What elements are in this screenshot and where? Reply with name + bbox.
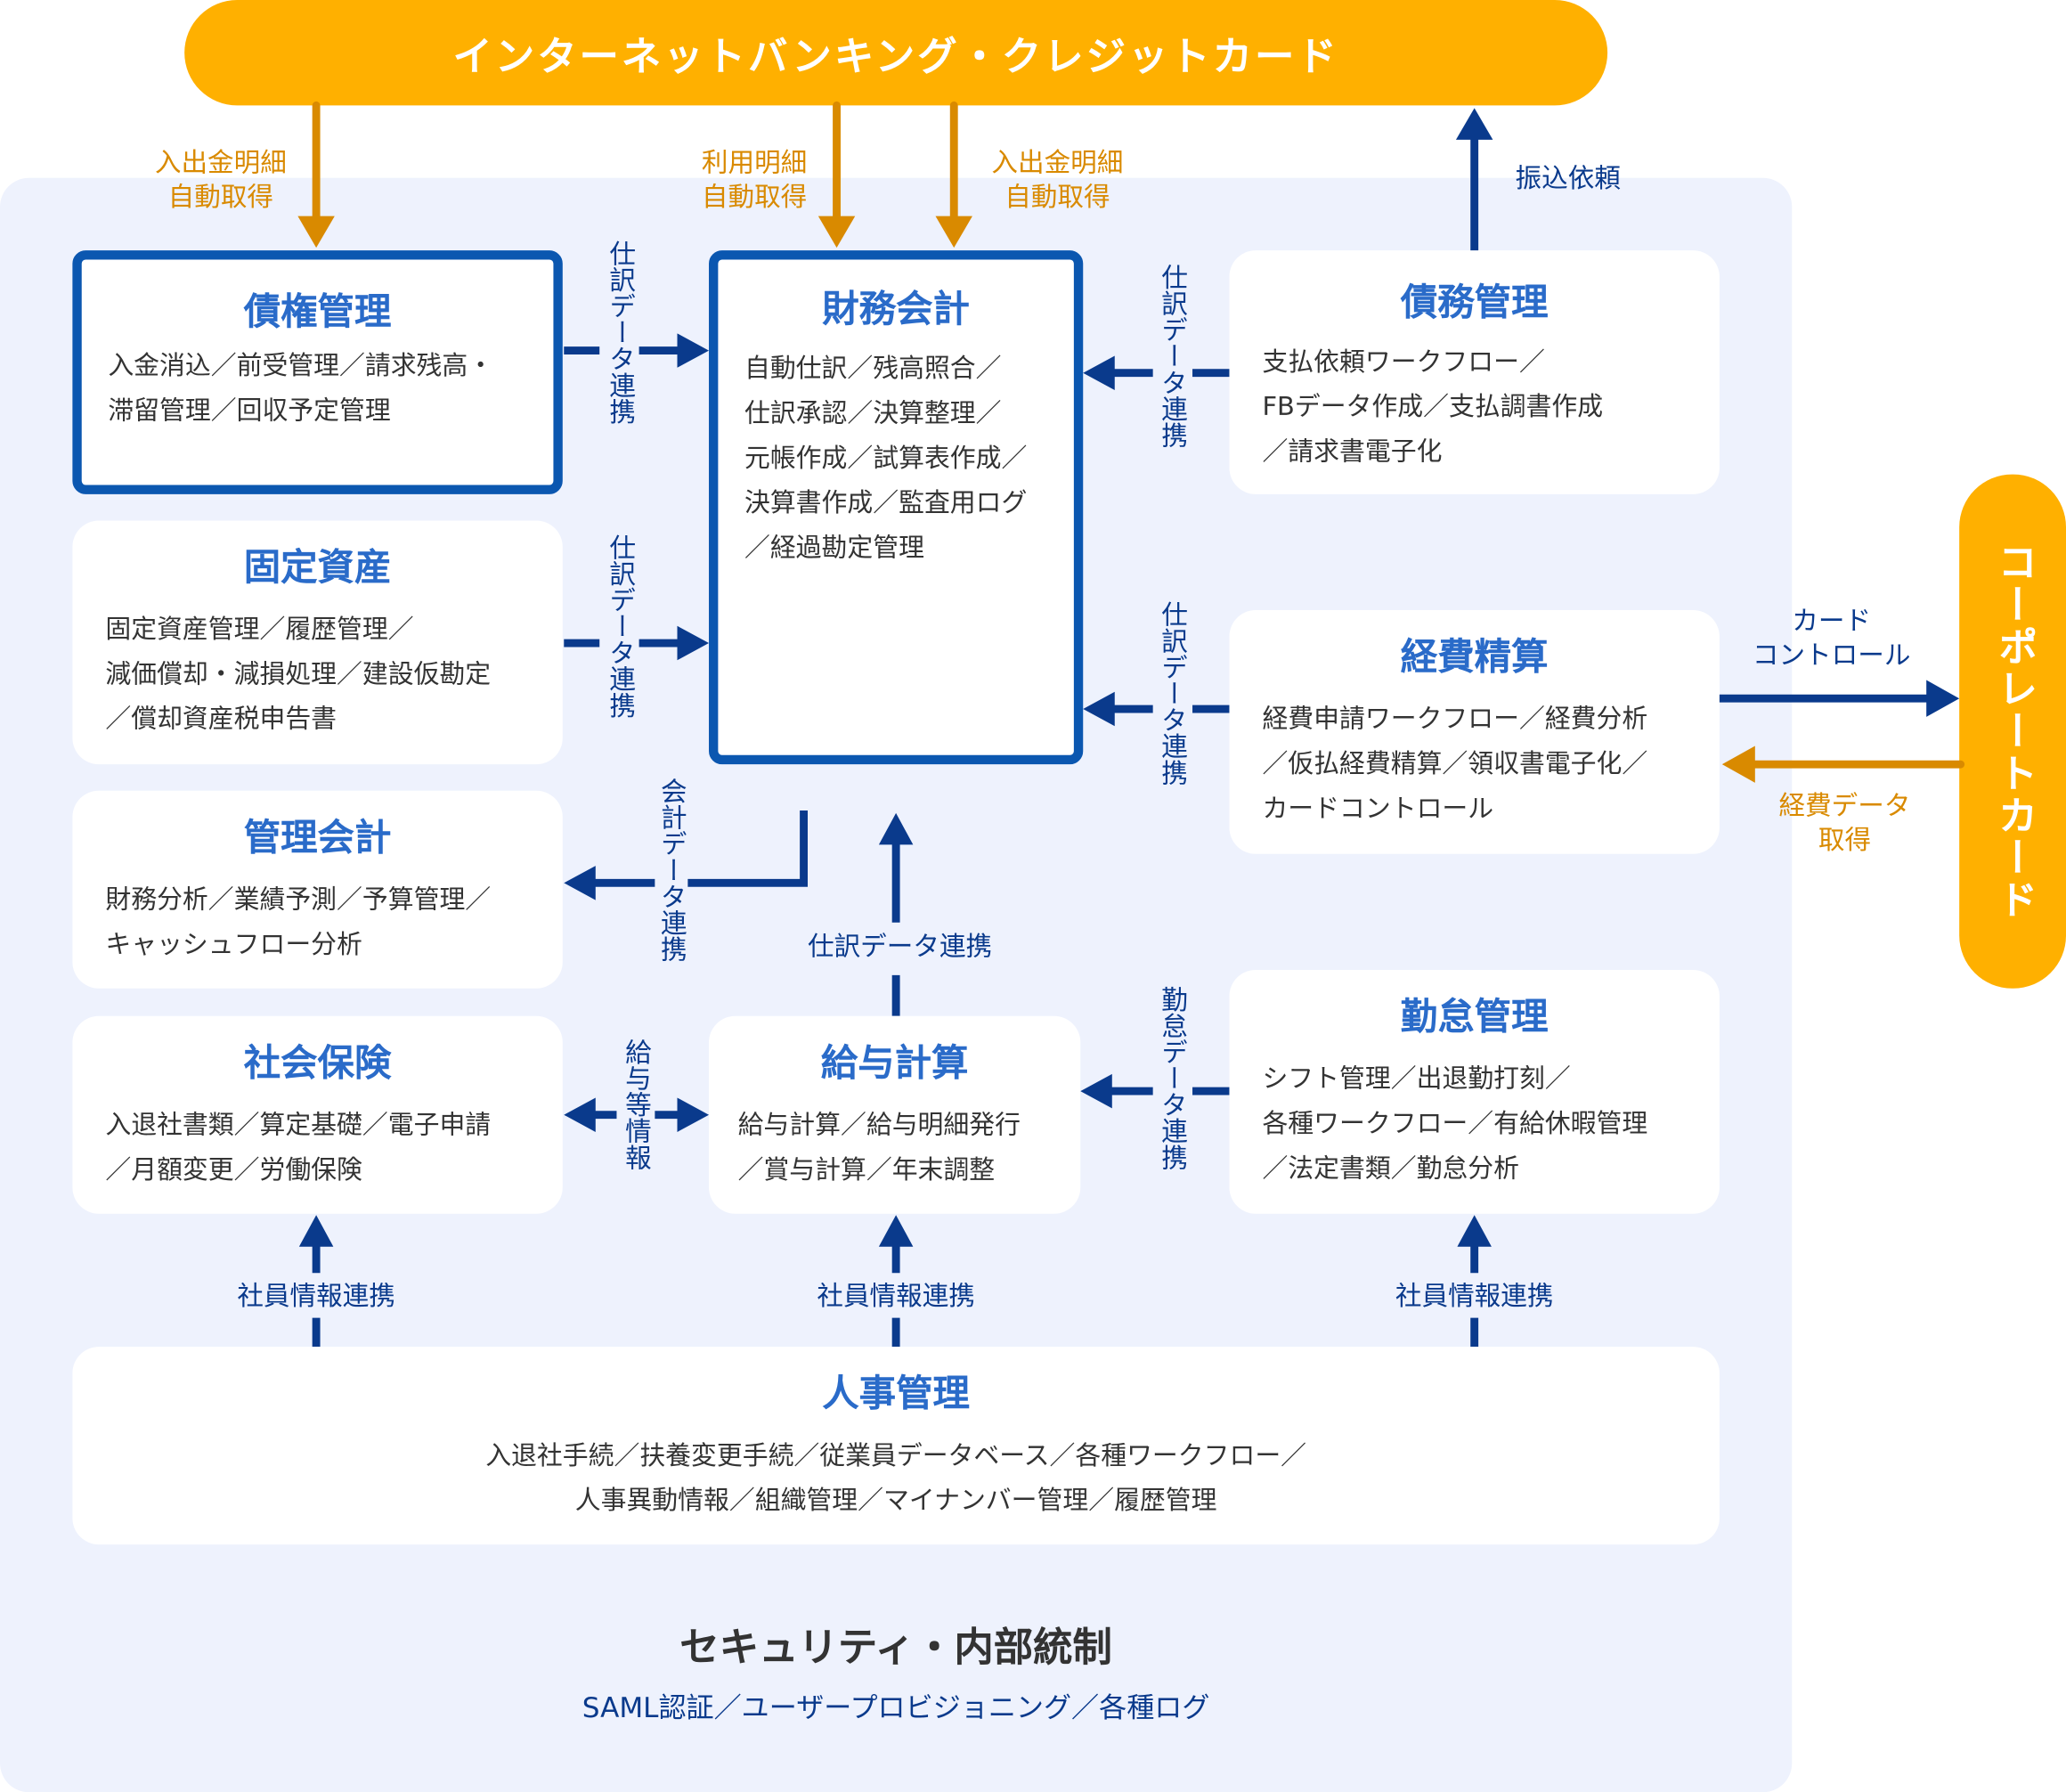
corporate-card-label: コーポレートカード <box>1989 542 2037 922</box>
module-desc: 自動仕訳／残高照合／ 仕訳承認／決算整理／ 元帳作成／試算表作成／ 決算書作成／… <box>744 353 1028 563</box>
module-desc: 給与計算／給与明細発行 ／賞与計算／年末調整 <box>737 1109 1021 1185</box>
label-payroll-info: 給与等情報 <box>620 1038 653 1170</box>
module-desc: 入退社書類／算定基礎／電子申請 ／月額変更／労働保険 <box>105 1109 492 1185</box>
label-accounting-data: 会計データ連携 <box>655 777 688 963</box>
module-financial-accounting: 財務会計 自動仕訳／残高照合／ 仕訳承認／決算整理／ 元帳作成／試算表作成／ 決… <box>709 250 1084 765</box>
module-payroll: 給与計算 給与計算／給与明細発行 ／賞与計算／年末調整 <box>709 1015 1081 1214</box>
arrow-head-transfer <box>1455 108 1493 140</box>
module-title: 給与計算 <box>820 1040 969 1085</box>
label-journal-expenses: 仕訳データ連携 <box>1157 600 1189 786</box>
module-receivables: 債権管理 入金消込／前受管理／請求残高・ 滞留管理／回収予定管理 <box>72 250 563 494</box>
module-title: 人事管理 <box>822 1372 970 1416</box>
module-attendance: 勤怠管理 シフト管理／出退勤打刻／ 各種ワークフロー／有給休暇管理 ／法定書類／… <box>1229 969 1720 1214</box>
label-usage-fetch: 利用明細 自動取得 <box>701 146 808 213</box>
security-title: セキュリティ・内部統制 <box>679 1625 1112 1672</box>
arrow-head-deposit-left <box>297 216 335 248</box>
security-desc: SAML認証／ユーザープロビジョニング／各種ログ <box>582 1691 1210 1724</box>
module-desc: 固定資産管理／履歴管理／ 減価償却・減損処理／建設仮勘定 ／償却資産税申告書 <box>105 614 492 735</box>
arrow-head-journal-up <box>878 812 914 845</box>
label-deposit-fetch-right: 入出金明細 自動取得 <box>991 146 1124 213</box>
arrow-accounting-line <box>590 810 808 887</box>
module-hr: 人事管理 入退社手続／扶養変更手続／従業員データベース／各種ワークフロー／ 人事… <box>72 1347 1720 1545</box>
label-employee-3: 社員情報連携 <box>1395 1279 1554 1312</box>
arrow-head-accounting <box>564 866 596 900</box>
arrow-head-payables <box>1083 355 1115 390</box>
arrow-head-expenses <box>1083 691 1115 727</box>
label-employee-2: 社員情報連携 <box>817 1279 975 1312</box>
arrow-head-attendance <box>1080 1073 1112 1109</box>
module-title: 財務会計 <box>822 287 970 331</box>
module-fixed-assets: 固定資産 固定資産管理／履歴管理／ 減価償却・減損処理／建設仮勘定 ／償却資産税… <box>72 520 563 765</box>
arrow-head-fixed <box>677 625 710 661</box>
arrow-head-expense-data <box>1721 745 1755 783</box>
module-payables: 債務管理 支払依頼ワークフロー／ FBデータ作成／支払調書作成 ／請求書電子化 <box>1229 250 1720 494</box>
label-deposit-fetch-left: 入出金明細 自動取得 <box>154 146 287 213</box>
label-card-control: カード コントロール <box>1752 605 1911 672</box>
module-management-accounting: 管理会計 財務分析／業績予測／予算管理／ キャッシュフロー分析 <box>72 790 563 989</box>
corporate-card-pill: コーポレートカード <box>1959 474 2066 989</box>
internet-banking-label: インターネットバンキング・クレジットカード <box>452 34 1339 81</box>
arrow-head-receivables <box>677 333 710 368</box>
label-journal-receivables: 仕訳データ連携 <box>605 240 637 425</box>
label-journal-fixed: 仕訳データ連携 <box>605 534 637 719</box>
label-journal-up: 仕訳データ連携 <box>807 930 993 963</box>
module-social-insurance: 社会保険 入退社書類／算定基礎／電子申請 ／月額変更／労働保険 <box>72 1015 563 1214</box>
arrow-head-employee-3 <box>1457 1215 1492 1247</box>
module-desc: 支払依頼ワークフロー／ FBデータ作成／支払調書作成 ／請求書電子化 <box>1262 346 1604 467</box>
arrow-head-card-control <box>1926 680 1960 717</box>
module-desc: 経費申請ワークフロー／経費分析 ／仮払経費精算／領収書電子化／ カードコントロー… <box>1262 704 1648 824</box>
arrow-head-payroll-info-right <box>677 1097 710 1132</box>
module-expenses: 経費精算 経費申請ワークフロー／経費分析 ／仮払経費精算／領収書電子化／ カード… <box>1229 610 1720 854</box>
module-title: 固定資産 <box>243 545 392 590</box>
label-transfer-request: 振込依頼 <box>1515 161 1621 194</box>
arrow-head-deposit-right <box>935 216 972 248</box>
module-title: 経費精算 <box>1400 635 1549 679</box>
label-employee-1: 社員情報連携 <box>237 1279 395 1312</box>
arrow-head-employee-2 <box>878 1215 914 1247</box>
module-title: 管理会計 <box>243 815 392 859</box>
label-journal-payables: 仕訳データ連携 <box>1157 263 1189 449</box>
module-title: 債権管理 <box>243 289 392 334</box>
label-attendance-data: 勤怠データ連携 <box>1157 985 1189 1170</box>
arrow-head-employee-1 <box>298 1215 334 1247</box>
module-desc: 財務分析／業績予測／予算管理／ キャッシュフロー分析 <box>105 884 492 960</box>
module-desc: シフト管理／出退勤打刻／ 各種ワークフロー／有給休暇管理 ／法定書類／勤怠分析 <box>1262 1063 1648 1184</box>
internet-banking-bar: インターネットバンキング・クレジットカード <box>184 0 1608 106</box>
module-desc: 入金消込／前受管理／請求残高・ 滞留管理／回収予定管理 <box>108 350 494 426</box>
arrow-head-usage <box>817 216 856 248</box>
module-title: 勤怠管理 <box>1400 995 1549 1039</box>
module-title: 債務管理 <box>1400 281 1549 324</box>
module-title: 社会保険 <box>243 1040 392 1085</box>
arrow-head-payroll-info-left <box>564 1097 596 1132</box>
module-desc: 入退社手続／扶養変更手続／従業員データベース／各種ワークフロー／ 人事異動情報／… <box>485 1440 1307 1516</box>
label-expense-data: 経費データ 取得 <box>1778 789 1911 856</box>
